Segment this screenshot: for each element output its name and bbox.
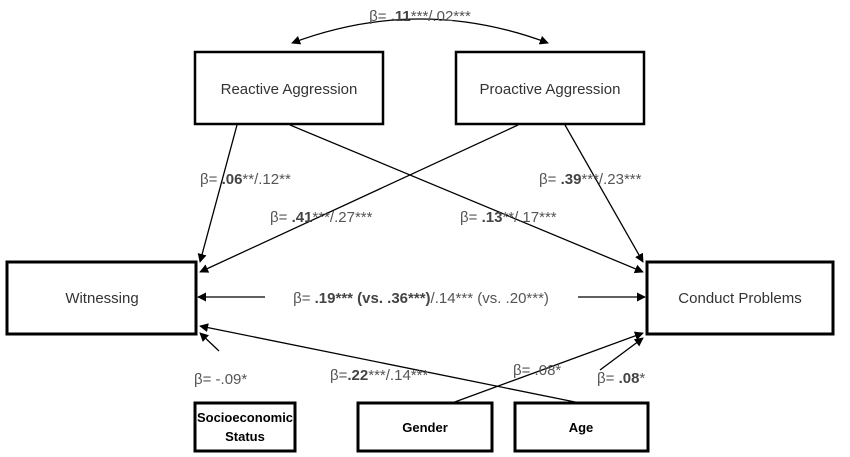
- age-box: [513, 401, 650, 453]
- coef-age-conduct: β= .08*: [597, 370, 645, 387]
- gender-box: [356, 401, 494, 453]
- arrow-reactive-to-conduct: [289, 124, 644, 274]
- arrow-age-to-witnessing: [199, 323, 581, 404]
- arrow-reactive-proactive-correlation: [291, 18, 549, 45]
- arrow-proactive-to-witnessing: [199, 124, 519, 273]
- arrow-reactive-to-witnessing: [197, 124, 238, 263]
- arrow-proactive-to-conduct: [564, 124, 644, 263]
- gender-label: Gender: [402, 420, 448, 435]
- coef-reactive-witnessing: β= .06**/.12**: [200, 171, 291, 188]
- witnessing-label: Witnessing: [65, 290, 138, 307]
- proactive-aggression-box: [454, 50, 646, 126]
- witnessing-box: [5, 260, 198, 336]
- arrow-gender-to-conduct: [451, 331, 644, 404]
- coef-ses-witnessing: β= -.09*: [194, 371, 247, 388]
- age-label: Age: [569, 420, 594, 435]
- coef-witnessing-conduct: β= .19*** (vs. .36***)/.14*** (vs. .20**…: [293, 290, 549, 307]
- ses-label-line2: Status: [225, 429, 265, 444]
- coef-gender-conduct: β= .08*: [513, 362, 561, 379]
- ses-box: [193, 401, 297, 453]
- conduct-problems-label: Conduct Problems: [678, 290, 801, 307]
- arrow-ses-to-witnessing: [199, 332, 220, 352]
- reactive-aggression-box: [193, 50, 385, 126]
- conduct-problems-box: [645, 260, 835, 336]
- arrow-age-to-conduct: [599, 337, 644, 371]
- ses-label-line1: Socioeconomic: [197, 410, 293, 425]
- coef-proactive-conduct: β= .39***/.23***: [539, 171, 642, 188]
- reactive-aggression-label: Reactive Aggression: [221, 81, 358, 98]
- coef-reactive-proactive: β= .11***/.02***: [369, 8, 471, 25]
- coef-proactive-witnessing: β= .41***/.27***: [270, 209, 373, 226]
- coef-age-witnessing: β=.22***/.14***: [330, 367, 428, 384]
- coef-reactive-conduct: β= .13**/.17***: [460, 209, 557, 226]
- proactive-aggression-label: Proactive Aggression: [480, 81, 621, 98]
